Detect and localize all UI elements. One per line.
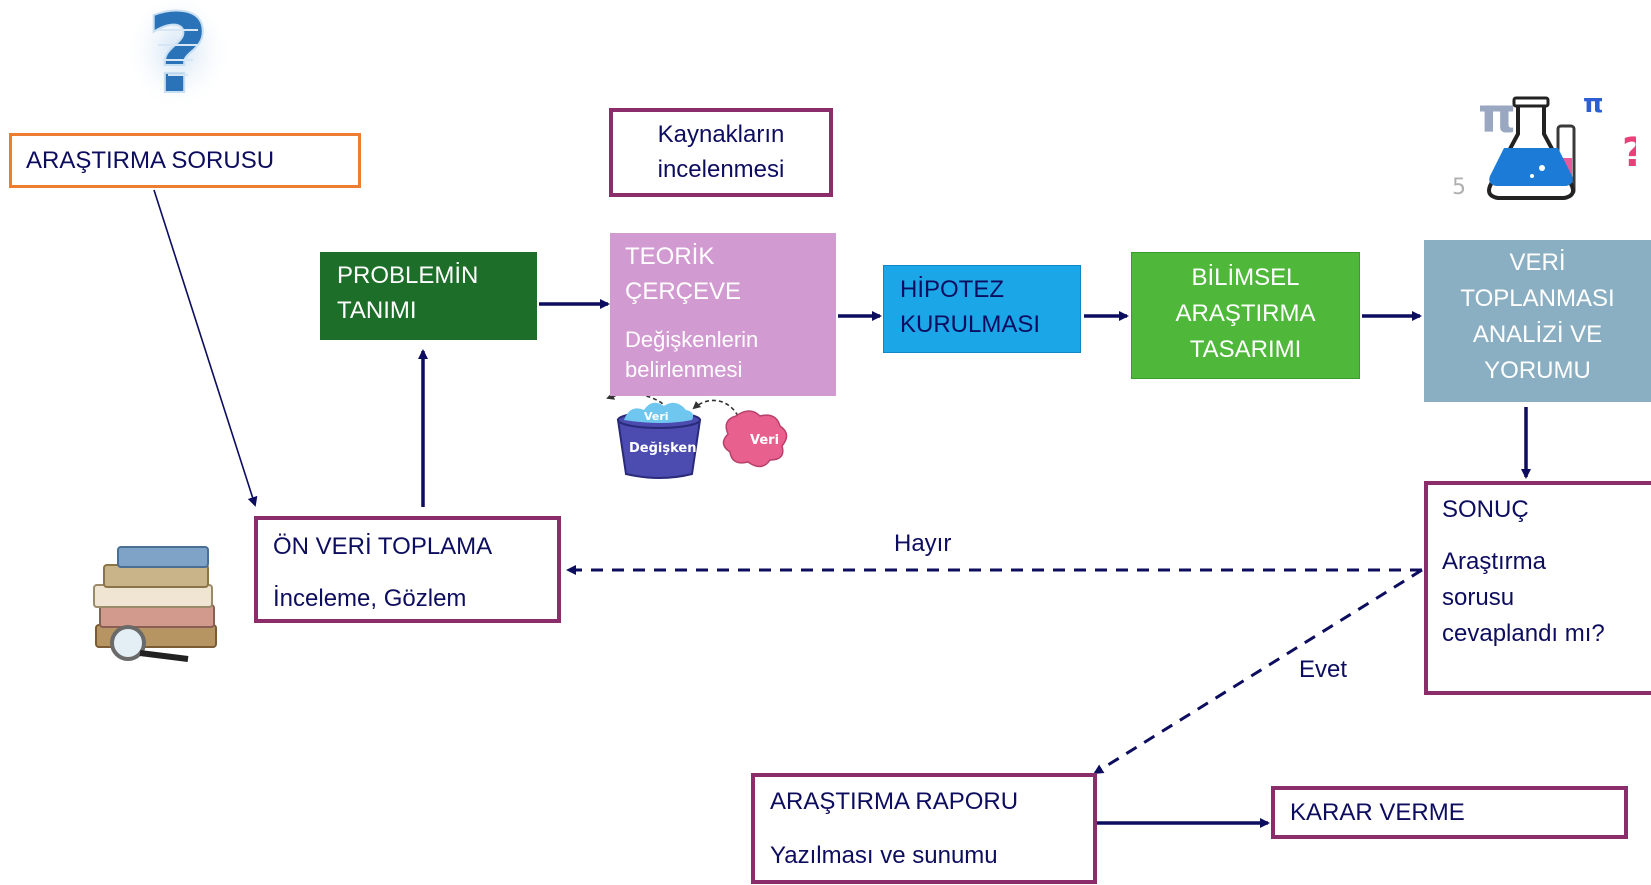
decision-label: KARAR VERME bbox=[1290, 799, 1465, 826]
literature-review-box: Kaynakların incelenmesi bbox=[609, 108, 833, 197]
decision-box: KARAR VERME bbox=[1271, 786, 1628, 839]
data-analysis-line-1: VERİ bbox=[1509, 249, 1566, 276]
preliminary-data-sub: İnceleme, Gözlem bbox=[273, 585, 467, 612]
theoretical-sub-line-2: belirlenmesi bbox=[625, 356, 743, 382]
arrow-conclusion-to-report-yes bbox=[1093, 568, 1423, 775]
data-analysis-line-4: YORUMU bbox=[1484, 357, 1591, 384]
theoretical-framework-box: TEORİK ÇERÇEVE Değişkenlerin belirlenmes… bbox=[610, 233, 836, 396]
preliminary-data-title: ÖN VERİ TOPLAMA bbox=[273, 533, 493, 560]
report-title: ARAŞTIRMA RAPORU bbox=[770, 788, 1019, 815]
conclusion-title: SONUÇ bbox=[1442, 496, 1529, 523]
blob-label: Veri bbox=[750, 433, 779, 448]
literature-review-line-2: incelenmesi bbox=[657, 155, 785, 183]
edge-label-yes: Evet bbox=[1299, 656, 1348, 683]
theoretical-sub-line-1: Değişkenlerin bbox=[625, 327, 759, 352]
preliminary-data-box: ÖN VERİ TOPLAMA İnceleme, Gözlem bbox=[254, 516, 561, 623]
edge-label-no: Hayır bbox=[894, 530, 952, 557]
conclusion-line-3: cevaplandı mı? bbox=[1442, 620, 1605, 647]
svg-text:?: ? bbox=[146, 0, 210, 112]
research-design-line-2: ARAŞTIRMA bbox=[1175, 300, 1316, 327]
report-sub: Yazılması ve sunumu bbox=[770, 842, 998, 869]
theoretical-framework-line-1: TEORİK bbox=[625, 243, 715, 270]
data-analysis-line-3: ANALİZİ VE bbox=[1472, 321, 1603, 348]
problem-definition-line-1: PROBLEMİN bbox=[337, 262, 479, 289]
data-analysis-box: VERİ TOPLANMASI ANALİZİ VE YORUMU bbox=[1424, 240, 1651, 402]
literature-review-line-1: Kaynakların bbox=[657, 121, 785, 148]
conclusion-line-2: sorusu bbox=[1442, 584, 1515, 611]
bucket-label: Değişken bbox=[629, 441, 696, 456]
svg-text:π: π bbox=[1478, 88, 1516, 144]
research-question-label: ARAŞTIRMA SORUSU bbox=[26, 147, 275, 174]
hypothesis-box: HİPOTEZ KURULMASI bbox=[883, 265, 1081, 353]
question-mark-icon: ? bbox=[128, 0, 228, 112]
svg-text:5: 5 bbox=[1452, 175, 1466, 200]
books-magnifier-icon bbox=[93, 546, 217, 662]
report-box: ARAŞTIRMA RAPORU Yazılması ve sunumu bbox=[751, 773, 1097, 884]
data-analysis-line-2: TOPLANMASI bbox=[1460, 285, 1615, 312]
svg-text:π: π bbox=[1583, 89, 1604, 119]
hypothesis-line-2: KURULMASI bbox=[900, 310, 1041, 338]
problem-definition-line-2: TANIMI bbox=[337, 296, 417, 324]
research-design-box: BİLİMSEL ARAŞTIRMA TASARIMI bbox=[1131, 252, 1360, 379]
svg-text:?: ? bbox=[1622, 130, 1636, 176]
research-design-line-3: TASARIMI bbox=[1189, 336, 1302, 363]
arrow-question-to-preliminary bbox=[153, 189, 258, 507]
variable-data-illustration: Veri Değişken Veri bbox=[606, 392, 788, 479]
conclusion-line-1: Araştırma bbox=[1442, 548, 1547, 575]
problem-definition-box: PROBLEMİN TANIMI bbox=[320, 252, 537, 340]
chemistry-flask-icon: π π ? 5 bbox=[1452, 88, 1636, 200]
bucket-top-label: Veri bbox=[644, 410, 669, 423]
hypothesis-line-1: HİPOTEZ bbox=[900, 276, 1005, 303]
research-design-line-1: BİLİMSEL bbox=[1191, 264, 1300, 291]
conclusion-box: SONUÇ Araştırma sorusu cevaplandı mı? bbox=[1424, 481, 1651, 695]
research-question-box: ARAŞTIRMA SORUSU bbox=[9, 133, 361, 188]
theoretical-framework-line-2: ÇERÇEVE bbox=[625, 277, 742, 305]
